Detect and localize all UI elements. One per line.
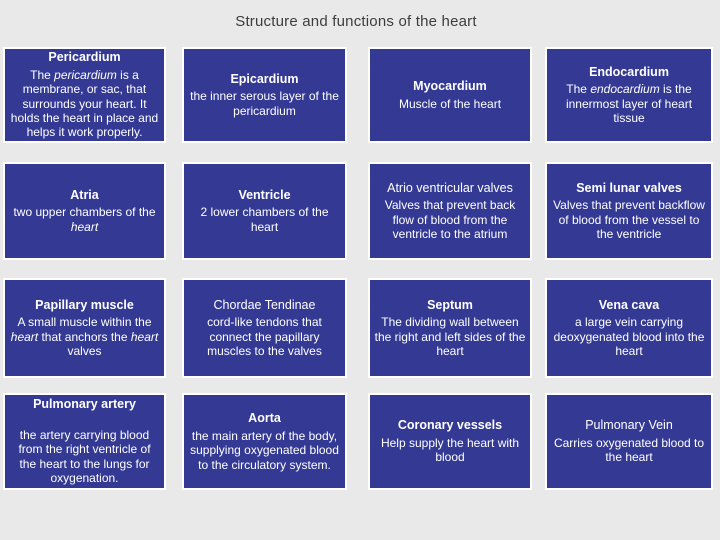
card-title-coronary-vessels: Coronary vessels	[397, 418, 503, 433]
slide-title: Structure and functions of the heart	[235, 13, 477, 30]
card-body-pulmonary-artery: the artery carrying blood from the right…	[18, 428, 151, 486]
card-body-aorta: the main artery of the body, supplying o…	[190, 428, 339, 472]
card-body-atrio-ventricular-valves: Valves that prevent back flow of blood f…	[384, 198, 516, 241]
card-body-atria: two upper chambers of the heart	[13, 205, 156, 234]
card-body-ventricle: 2 lower chambers of the heart	[200, 205, 329, 234]
card-title-atria: Atria	[70, 187, 99, 202]
card-semi-lunar-valves[interactable]: Semi lunar valves Valves that prevent ba…	[545, 162, 713, 260]
card-title-myocardium: Myocardium	[413, 78, 487, 93]
card-body-chordae-tendinae: cord-like tendons that connect the papil…	[207, 315, 322, 358]
card-epicardium[interactable]: Epicardium the inner serous layer of the…	[182, 47, 347, 143]
card-atria[interactable]: Atria two upper chambers of the heart	[3, 162, 166, 260]
card-body-endocardium: The endocardium is the innermost layer o…	[565, 82, 693, 125]
card-title-endocardium: Endocardium	[589, 64, 669, 79]
card-body-myocardium: Muscle of the heart	[398, 96, 502, 111]
card-title-pulmonary-vein: Pulmonary Vein	[585, 418, 673, 433]
card-pulmonary-vein[interactable]: Pulmonary Vein Carries oxygenated blood …	[545, 393, 713, 490]
card-pulmonary-artery[interactable]: Pulmonary artery the artery carrying blo…	[3, 393, 166, 490]
card-body-vena-cava: a large vein carrying deoxygenated blood…	[553, 315, 705, 358]
card-chordae-tendinae[interactable]: Chordae Tendinae cord-like tendons that …	[182, 278, 347, 378]
card-septum[interactable]: Septum The dividing wall between the rig…	[368, 278, 532, 378]
card-coronary-vessels[interactable]: Coronary vessels Help supply the heart w…	[368, 393, 532, 490]
card-papillary-muscle[interactable]: Papillary muscle A small muscle within t…	[3, 278, 166, 378]
card-pericardium[interactable]: Pericardium The pericardium is a membran…	[3, 47, 166, 143]
card-title-pulmonary-artery: Pulmonary artery	[33, 397, 136, 412]
card-atrio-ventricular-valves[interactable]: Atrio ventricular valves Valves that pre…	[368, 162, 532, 260]
card-myocardium[interactable]: Myocardium Muscle of the heart	[368, 47, 532, 143]
card-aorta[interactable]: Aorta the main artery of the body, suppl…	[182, 393, 347, 490]
card-body-septum: The dividing wall between the right and …	[374, 315, 526, 358]
card-title-epicardium: Epicardium	[230, 71, 299, 86]
card-endocardium[interactable]: Endocardium The endocardium is the inner…	[545, 47, 713, 143]
card-title-septum: Septum	[427, 297, 473, 312]
card-title-aorta: Aorta	[248, 411, 281, 426]
card-body-epicardium: the inner serous layer of the pericardiu…	[190, 89, 339, 118]
card-title-chordae-tendinae: Chordae Tendinae	[213, 297, 316, 312]
card-title-vena-cava: Vena cava	[598, 297, 660, 312]
card-title-semi-lunar-valves: Semi lunar valves	[576, 180, 682, 195]
card-body-pulmonary-vein: Carries oxygenated blood to the heart	[553, 435, 705, 465]
card-body-pericardium: The pericardium is a membrane, or sac, t…	[10, 67, 159, 140]
card-ventricle[interactable]: Ventricle 2 lower chambers of the heart	[182, 162, 347, 260]
card-title-pericardium: Pericardium	[48, 50, 121, 65]
card-body-semi-lunar-valves: Valves that prevent backflow of blood fr…	[553, 198, 705, 241]
card-body-papillary-muscle: A small muscle within the heart that anc…	[10, 315, 159, 358]
card-title-atrio-ventricular-valves: Atrio ventricular valves	[387, 180, 513, 195]
card-title-ventricle: Ventricle	[238, 187, 291, 202]
card-vena-cava[interactable]: Vena cava a large vein carrying deoxygen…	[545, 278, 713, 378]
card-title-papillary-muscle: Papillary muscle	[35, 297, 134, 312]
card-body-coronary-vessels: Help supply the heart with blood	[380, 435, 520, 465]
